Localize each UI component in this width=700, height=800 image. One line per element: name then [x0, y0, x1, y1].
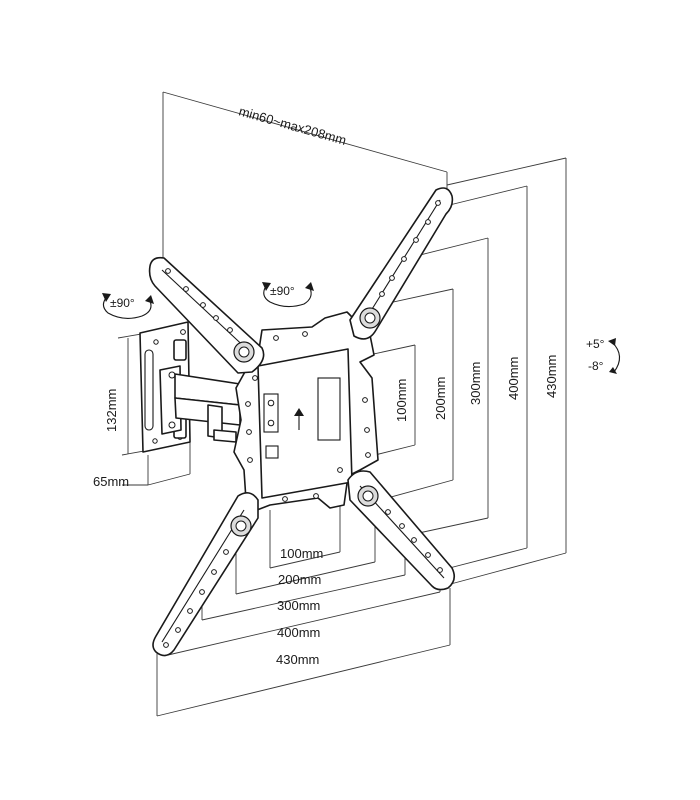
bracket-dimensions: 132mm 65mm: [93, 329, 191, 489]
arm-bottom-left: [152, 492, 259, 657]
vesa-v-200-label: 200mm: [433, 377, 448, 420]
bracket-height-label: 132mm: [104, 389, 119, 432]
plate-rotation-indicator: ±90°: [262, 282, 314, 308]
vesa-h-430-label: 430mm: [276, 652, 319, 667]
vesa-h-300-label: 300mm: [277, 598, 320, 613]
arm-bottom-right: [347, 470, 456, 591]
depth-range-label: min60~max208mm: [237, 103, 348, 147]
swing-arm: [174, 373, 259, 443]
vesa-h-400-label: 400mm: [277, 625, 320, 640]
arm-top-right: [349, 187, 454, 340]
vesa-v-430-label: 430mm: [544, 355, 559, 398]
tilt-up-label: +5°: [586, 337, 605, 351]
horizontal-dimensions: 100mm 200mm 300mm 400mm 430mm: [156, 500, 451, 717]
bracket-width-label: 65mm: [93, 474, 129, 489]
vesa-v-100-label: 100mm: [394, 379, 409, 422]
plate-rotation-label: ±90°: [270, 284, 295, 298]
arm-top-left: [148, 256, 265, 374]
vesa-h-100-label: 100mm: [280, 546, 323, 561]
vesa-v-400-label: 400mm: [506, 357, 521, 400]
wall-rotation-indicator: ±90°: [102, 293, 154, 319]
wall-rotation-label: ±90°: [110, 296, 135, 310]
tilt-down-label: -8°: [588, 359, 604, 373]
vesa-v-300-label: 300mm: [468, 362, 483, 405]
tilt-indicator: +5° -8°: [586, 337, 621, 374]
vesa-h-200-label: 200mm: [278, 572, 321, 587]
center-plate: [233, 311, 379, 511]
